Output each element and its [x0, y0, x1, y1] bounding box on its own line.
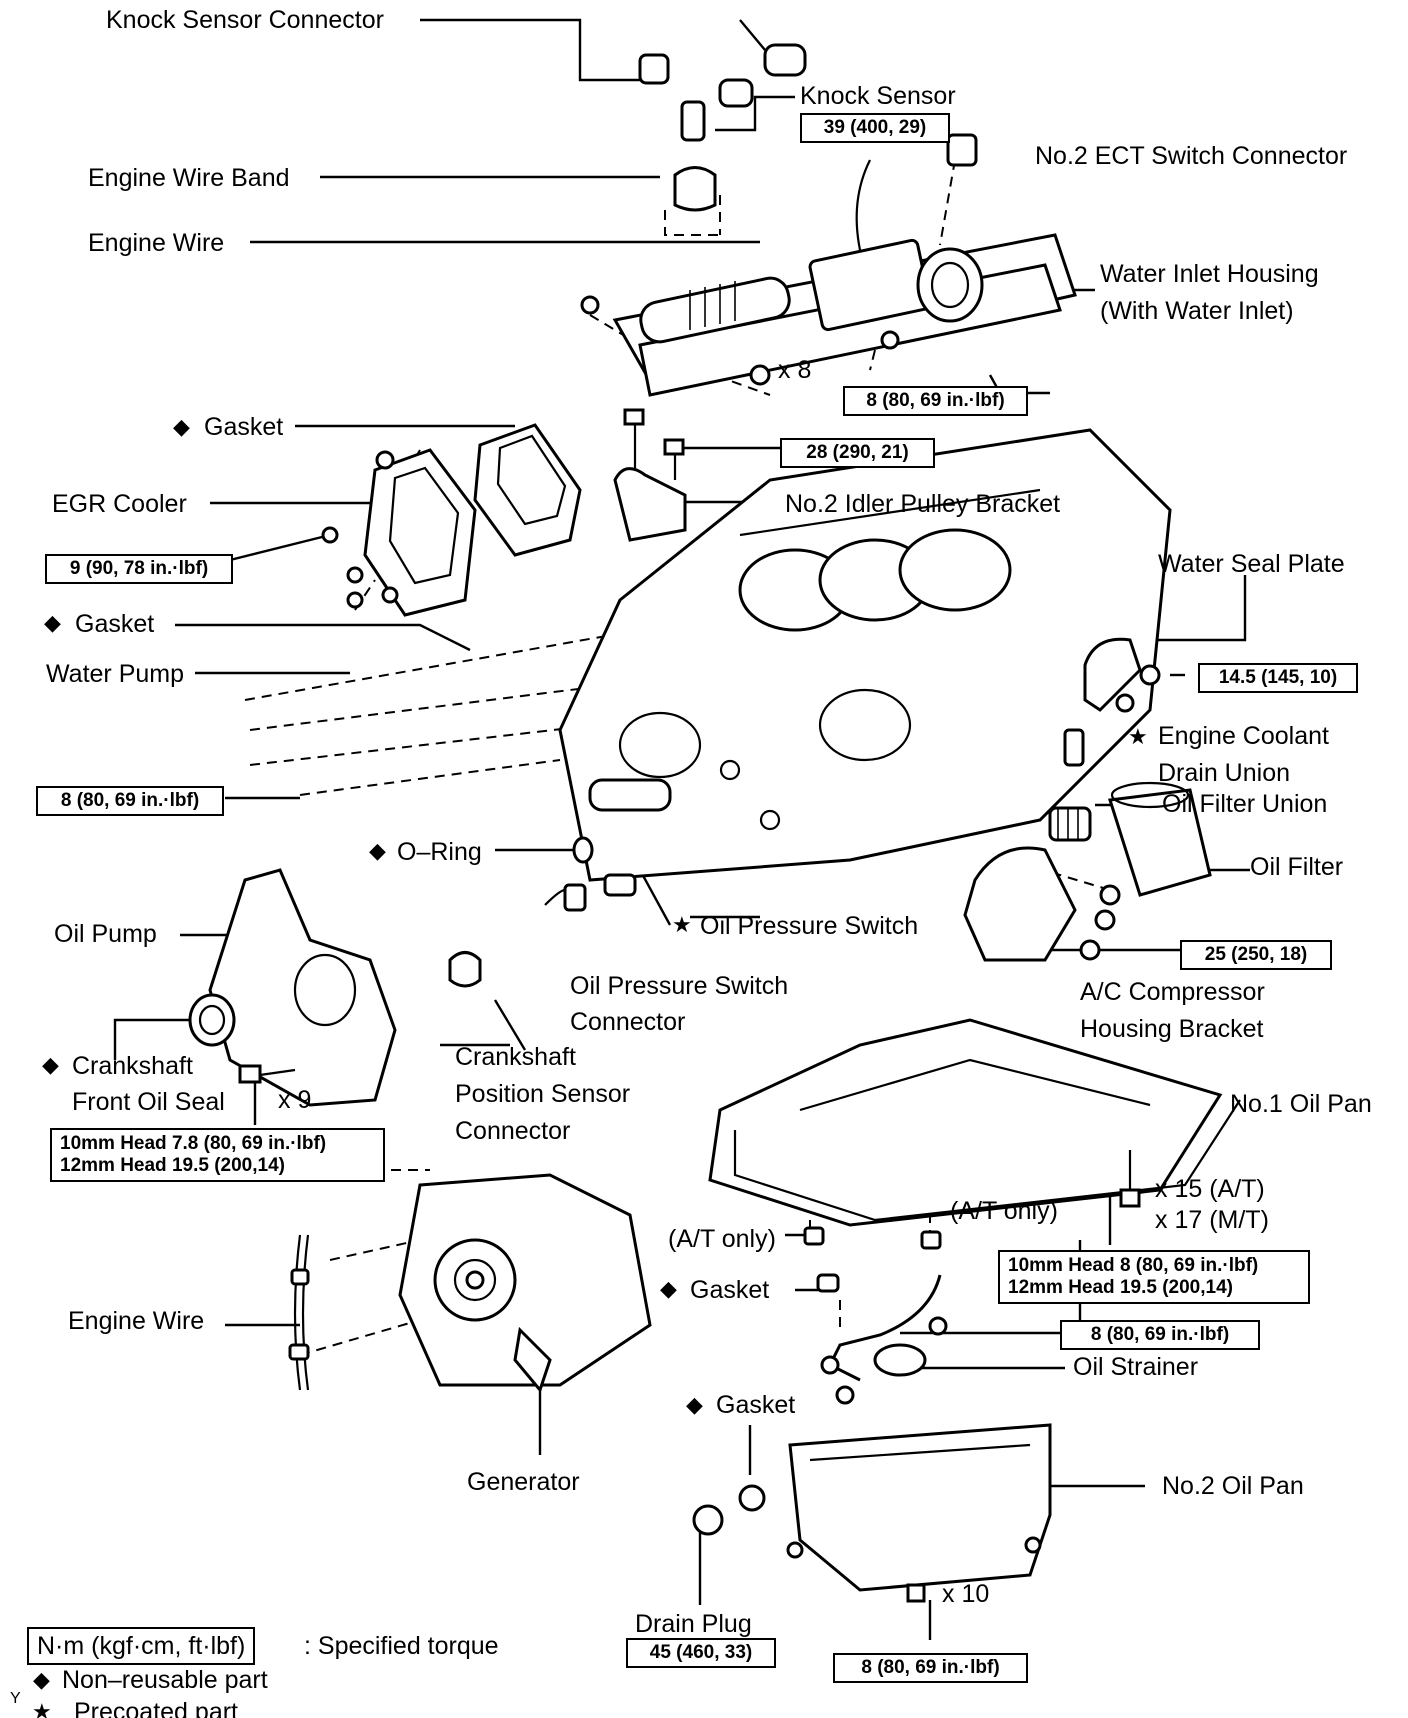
label-x15-at: x 15 (A/T) — [1155, 1175, 1265, 1203]
torque-oil-pump-12mm: 12mm Head 19.5 (200,14) — [60, 1155, 285, 1176]
label-no2-ect-switch-connector: No.2 ECT Switch Connector — [1035, 142, 1348, 170]
label-water-pump: Water Pump — [46, 660, 185, 688]
legend-torque-desc: : Specified torque — [304, 1632, 499, 1660]
legend-diamond-icon: ◆ — [33, 1668, 50, 1693]
label-engine-wire-top: Engine Wire — [88, 229, 225, 257]
label-crankshaft-position-sensor-connector-line2: Position Sensor — [455, 1080, 631, 1108]
diamond-mark-gasket-2: ◆ — [44, 611, 61, 636]
legend-star-icon: ★ — [32, 1700, 52, 1718]
star-mark-oil-pressure-switch: ★ — [672, 913, 692, 938]
torque-drain-plug: 45 (460, 33) — [626, 1638, 776, 1668]
torque-egr-cooler: 9 (90, 78 in.·lbf) — [45, 554, 233, 584]
label-water-inlet-housing-line1: Water Inlet Housing — [1100, 260, 1319, 288]
label-no2-oil-pan: No.2 Oil Pan — [1162, 1472, 1304, 1500]
label-gasket-4: Gasket — [716, 1391, 796, 1419]
label-crankshaft-position-sensor-connector-line3: Connector — [455, 1117, 571, 1145]
torque-no2-oil-pan: 8 (80, 69 in.·lbf) — [833, 1653, 1028, 1683]
label-engine-wire-bottom: Engine Wire — [68, 1307, 205, 1335]
star-mark-engine-coolant: ★ — [1128, 725, 1148, 750]
label-ac-compressor-housing-bracket-line1: A/C Compressor — [1080, 978, 1265, 1006]
label-engine-coolant-drain-union-line1: Engine Coolant — [1158, 722, 1329, 750]
label-oil-pressure-switch-connector-line2: Connector — [570, 1008, 686, 1036]
label-knock-sensor: Knock Sensor — [800, 82, 956, 110]
diamond-mark-o-ring: ◆ — [369, 839, 386, 864]
label-crankshaft-front-oil-seal-line1: Crankshaft — [72, 1052, 193, 1080]
torque-idler-pulley-bracket: 28 (290, 21) — [780, 438, 935, 468]
label-egr-cooler: EGR Cooler — [52, 490, 187, 518]
label-o-ring: O–Ring — [397, 838, 482, 866]
label-generator: Generator — [467, 1468, 580, 1496]
label-water-inlet-housing-line2: (With Water Inlet) — [1100, 297, 1294, 325]
label-at-only-right: (A/T only) — [950, 1197, 1058, 1225]
torque-no1-oil-pan-10mm: 10mm Head 8 (80, 69 in.·lbf) — [1008, 1255, 1259, 1276]
legend-corner-mark: Y — [10, 1690, 21, 1707]
label-drain-plug: Drain Plug — [635, 1610, 752, 1638]
label-x9: x 9 — [278, 1086, 312, 1114]
label-crankshaft-position-sensor-connector-line1: Crankshaft — [455, 1043, 576, 1071]
label-no2-idler-pulley-bracket: No.2 Idler Pulley Bracket — [785, 490, 1061, 518]
label-gasket-2: Gasket — [75, 610, 155, 638]
diamond-mark-gasket-4: ◆ — [686, 1393, 703, 1418]
legend-torque-unit: N·m (kgf·cm, ft·lbf) — [27, 1627, 256, 1665]
label-water-seal-plate: Water Seal Plate — [1158, 550, 1345, 578]
torque-water-seal-plate: 14.5 (145, 10) — [1198, 663, 1358, 693]
label-no1-oil-pan: No.1 Oil Pan — [1230, 1090, 1372, 1118]
label-oil-filter-union: Oil Filter Union — [1162, 790, 1328, 818]
torque-oil-strainer: 8 (80, 69 in.·lbf) — [1060, 1320, 1260, 1350]
legend-non-reusable: Non–reusable part — [62, 1666, 268, 1694]
label-gasket-3: Gasket — [690, 1276, 770, 1304]
label-x8: x 8 — [778, 356, 812, 384]
legend-precoated: Precoated part — [74, 1698, 238, 1718]
label-x10: x 10 — [942, 1580, 990, 1608]
torque-knock-sensor: 39 (400, 29) — [800, 113, 950, 143]
label-oil-pressure-switch-connector-line1: Oil Pressure Switch — [570, 972, 789, 1000]
label-knock-sensor-connector: Knock Sensor Connector — [106, 6, 384, 34]
diamond-mark-crankshaft-seal: ◆ — [42, 1053, 59, 1078]
label-oil-strainer: Oil Strainer — [1073, 1353, 1199, 1381]
label-oil-filter: Oil Filter — [1250, 853, 1344, 881]
torque-oil-pump-box: 10mm Head 7.8 (80, 69 in.·lbf) 12mm Head… — [50, 1128, 385, 1182]
label-at-only-left: (A/T only) — [668, 1225, 776, 1253]
torque-water-inlet-housing: 8 (80, 69 in.·lbf) — [843, 386, 1028, 416]
part-drawings — [188, 43, 1241, 1603]
diamond-mark-gasket-3: ◆ — [660, 1277, 677, 1302]
label-gasket-1: Gasket — [204, 413, 284, 441]
label-engine-wire-band: Engine Wire Band — [88, 164, 290, 192]
torque-no1-oil-pan-12mm: 12mm Head 19.5 (200,14) — [1008, 1277, 1233, 1298]
torque-ac-bracket: 25 (250, 18) — [1180, 940, 1332, 970]
torque-no1-oil-pan-box: 10mm Head 8 (80, 69 in.·lbf) 12mm Head 1… — [998, 1250, 1310, 1304]
label-crankshaft-front-oil-seal-line2: Front Oil Seal — [72, 1088, 225, 1116]
label-ac-compressor-housing-bracket-line2: Housing Bracket — [1080, 1015, 1264, 1043]
torque-oil-pump-10mm: 10mm Head 7.8 (80, 69 in.·lbf) — [60, 1133, 327, 1154]
label-oil-pressure-switch: Oil Pressure Switch — [700, 912, 919, 940]
label-x17-mt: x 17 (M/T) — [1155, 1206, 1269, 1234]
label-engine-coolant-drain-union-line2: Drain Union — [1158, 759, 1291, 787]
torque-water-pump: 8 (80, 69 in.·lbf) — [36, 786, 224, 816]
diamond-mark-gasket-1: ◆ — [173, 415, 190, 440]
label-oil-pump: Oil Pump — [54, 920, 157, 948]
